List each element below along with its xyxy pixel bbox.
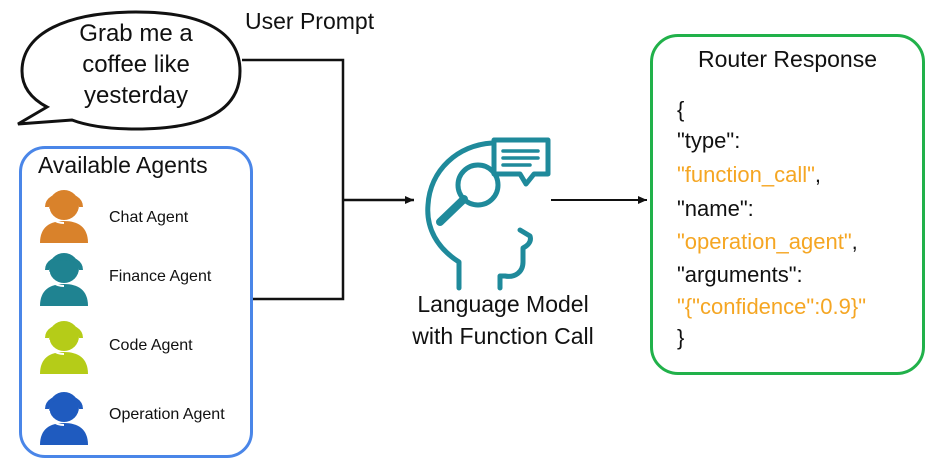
json-comma: , bbox=[851, 229, 858, 254]
router-response-title: Router Response bbox=[698, 46, 877, 72]
json-name-value-line: "operation_agent", bbox=[677, 229, 858, 255]
json-arguments-key: "arguments": bbox=[677, 262, 803, 287]
finance-agent-label: Finance Agent bbox=[109, 268, 212, 285]
json-type-key: "type": bbox=[677, 128, 741, 153]
bubble-line: coffee like bbox=[82, 51, 190, 78]
json-type-value-line: "function_call", bbox=[677, 162, 821, 188]
json-open-brace: { bbox=[677, 97, 685, 122]
finance-agent-icon bbox=[40, 253, 88, 306]
chat-agent-label: Chat Agent bbox=[109, 209, 189, 226]
json-type-value: "function_call" bbox=[677, 162, 815, 187]
json-name-key: "name": bbox=[677, 196, 754, 221]
chat-agent-icon bbox=[40, 190, 88, 243]
user-prompt-bubble-text: Grab me a coffee like yesterday bbox=[66, 18, 206, 111]
bubble-line: yesterday bbox=[83, 82, 189, 109]
language-model-line: with Function Call bbox=[412, 323, 594, 349]
speech-bubble bbox=[17, 10, 242, 131]
json-name-value: "operation_agent" bbox=[677, 229, 852, 254]
operation-agent-label: Operation Agent bbox=[109, 406, 225, 423]
code-agent-icon bbox=[40, 321, 88, 374]
language-model-line: Language Model bbox=[417, 291, 589, 317]
prompt-connector bbox=[242, 58, 345, 200]
available-agents-title: Available Agents bbox=[38, 152, 208, 178]
operation-agent-icon bbox=[40, 392, 88, 445]
json-close-brace: } bbox=[677, 325, 685, 350]
user-prompt-label: User Prompt bbox=[245, 8, 375, 34]
head-search-chat-icon bbox=[425, 137, 551, 291]
language-model-label: Language Model with Function Call bbox=[388, 288, 618, 352]
available-agents-panel bbox=[19, 146, 253, 458]
json-comma: , bbox=[814, 162, 822, 187]
agents-connector bbox=[253, 200, 345, 301]
bubble-line: Grab me a bbox=[79, 20, 193, 47]
router-response-panel bbox=[650, 34, 925, 375]
json-arguments-value: "{"confidence":0.9}" bbox=[677, 294, 867, 319]
code-agent-label: Code Agent bbox=[109, 337, 193, 354]
